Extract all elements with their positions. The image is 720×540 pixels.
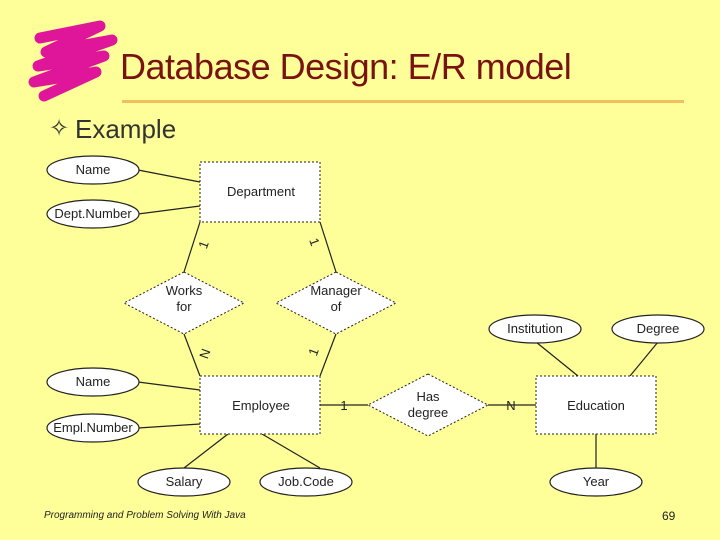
attribute-year: Year xyxy=(549,467,643,497)
svg-text:Name: Name xyxy=(76,374,111,389)
svg-text:Employee: Employee xyxy=(232,398,290,413)
svg-text:Empl.Number: Empl.Number xyxy=(53,420,133,435)
svg-text:Works: Works xyxy=(166,283,203,298)
footer-course-title: Programming and Problem Solving With Jav… xyxy=(44,510,246,521)
svg-text:Institution: Institution xyxy=(507,321,563,336)
entity-education: Education xyxy=(535,375,657,435)
pink-scribble-logo-icon xyxy=(28,20,118,102)
bullet-example: Example xyxy=(75,114,177,144)
cardinality-manager-of-department: 1 xyxy=(306,236,323,248)
relationship-has-degree: Has degree xyxy=(366,373,490,437)
attribute-degree: Degree xyxy=(611,314,705,344)
svg-text:Name: Name xyxy=(76,162,111,177)
svg-text:Manager: Manager xyxy=(310,283,362,298)
svg-text:Dept.Number: Dept.Number xyxy=(54,206,132,221)
svg-text:Salary: Salary xyxy=(166,474,203,489)
svg-text:Department: Department xyxy=(227,184,295,199)
cardinality-works-for-department: 1 xyxy=(195,239,212,251)
page-number: 69 xyxy=(662,509,676,523)
relationship-manager-of: Manager of xyxy=(274,271,398,335)
attribute-name-dept: Name xyxy=(46,155,140,185)
title-underline xyxy=(122,100,684,103)
cardinality-has-degree-education: N xyxy=(506,398,515,413)
four-point-star-bullet-icon: ✧ xyxy=(49,115,70,142)
svg-text:Job.Code: Job.Code xyxy=(278,474,334,489)
svg-text:Year: Year xyxy=(583,474,610,489)
attribute-institution: Institution xyxy=(488,314,582,344)
cardinality-works-for-employee: N xyxy=(196,347,213,361)
attribute-dept-number: Dept.Number xyxy=(46,199,140,229)
entity-department: Department xyxy=(199,161,321,223)
attribute-job-code: Job.Code xyxy=(259,467,353,497)
entity-employee: Employee xyxy=(199,375,321,435)
slide-title: Database Design: E/R model xyxy=(120,46,572,87)
attribute-empl-number: Empl.Number xyxy=(46,413,140,443)
svg-text:Has: Has xyxy=(416,389,440,404)
attribute-name-emp: Name xyxy=(46,367,140,397)
svg-text:degree: degree xyxy=(408,405,448,420)
svg-text:Degree: Degree xyxy=(637,321,680,336)
cardinality-has-degree-employee: 1 xyxy=(340,398,347,413)
svg-text:of: of xyxy=(331,299,342,314)
attribute-salary: Salary xyxy=(137,467,231,497)
relationship-works-for: Works for xyxy=(122,271,246,335)
svg-text:for: for xyxy=(176,299,192,314)
cardinality-manager-of-employee: 1 xyxy=(305,346,322,358)
connector-lines xyxy=(137,169,659,469)
svg-text:Education: Education xyxy=(567,398,625,413)
